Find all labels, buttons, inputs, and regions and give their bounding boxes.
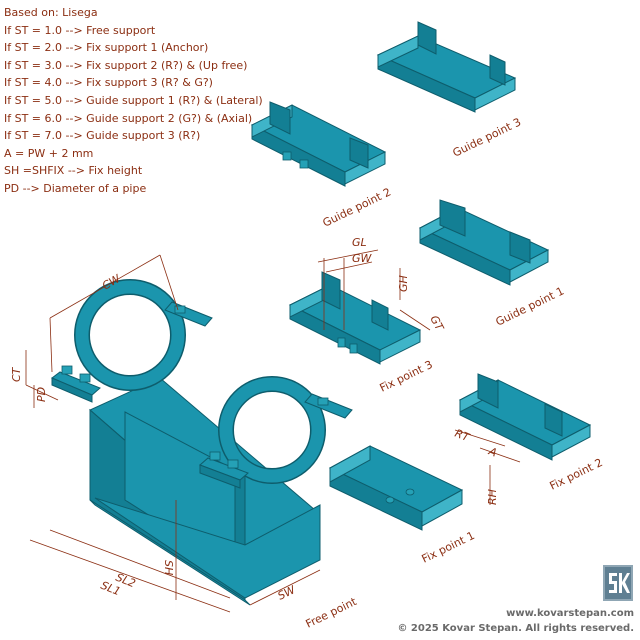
- fix-point-1-label: Fix point 1: [420, 529, 477, 566]
- guide-point-2-label: Guide point 2: [321, 185, 394, 229]
- legend-item: Based on: Lisega: [4, 6, 98, 19]
- dimension-rh: RH: [486, 489, 499, 505]
- legend-item: If ST = 1.0 --> Free support: [4, 23, 156, 37]
- fix-point-2-label: Fix point 2: [548, 456, 605, 493]
- legend-item: If ST = 6.0 --> Guide support 2 (G?) & (…: [4, 111, 253, 125]
- guide-point-3-part: [376, 21, 517, 113]
- legend-item: SH =SHFIX --> Fix height: [4, 164, 143, 178]
- free-point-label: Free point: [304, 595, 360, 631]
- guide-point-1-label: Guide point 1: [494, 284, 567, 328]
- legend-item: If ST = 2.0 --> Fix support 1 (Anchor): [4, 41, 209, 55]
- guide-point-1-part: [418, 199, 550, 286]
- legend-item: If ST = 7.0 --> Guide support 3 (R?): [4, 129, 201, 143]
- dimension-gl: GL: [352, 236, 367, 249]
- free-point-dimensions: [25, 254, 321, 613]
- dimension-ct: CT: [10, 366, 23, 382]
- dimension-pd: PD: [35, 387, 48, 402]
- legend-item: If ST = 5.0 --> Guide support 1 (R?) & (…: [4, 93, 263, 107]
- fix-point-2-dimensions: [454, 429, 521, 505]
- dimension-gt: GT: [427, 313, 446, 334]
- fix-point-3-part: [288, 271, 422, 365]
- dimension-gh: GH: [397, 275, 410, 292]
- guide-point-3-label: Guide point 3: [451, 115, 524, 159]
- dimension-gw: GW: [352, 252, 373, 265]
- footer-copyright: © 2025 Kovar Stepan. All rights reserved…: [397, 623, 634, 634]
- fix-point-1-part: [328, 445, 464, 531]
- guide-point-2-part: [250, 101, 387, 187]
- legend-item: PD --> Diameter of a pipe: [4, 181, 147, 195]
- sk-logo-icon: [603, 565, 633, 601]
- fix-point-2-part: [458, 373, 592, 461]
- dimension-rt: RT: [453, 427, 472, 445]
- dimension-a: A: [486, 444, 499, 459]
- dimension-sw: SW: [276, 583, 299, 603]
- fix-point-3-label: Fix point 3: [378, 358, 435, 395]
- fix-point-3-dimensions: [317, 249, 431, 331]
- legend-item: If ST = 4.0 --> Fix support 3 (R? & G?): [4, 76, 213, 90]
- free-point-part: [51, 279, 353, 606]
- legend-item: A = PW + 2 mm: [4, 146, 94, 160]
- dimension-sh: SH: [162, 560, 175, 575]
- footer-website: www.kovarstepan.com: [506, 608, 634, 619]
- legend-list: Based on: Lisega If ST = 1.0 --> Free su…: [4, 4, 263, 198]
- legend-item: If ST = 3.0 --> Fix support 2 (R?) & (Up…: [4, 58, 248, 72]
